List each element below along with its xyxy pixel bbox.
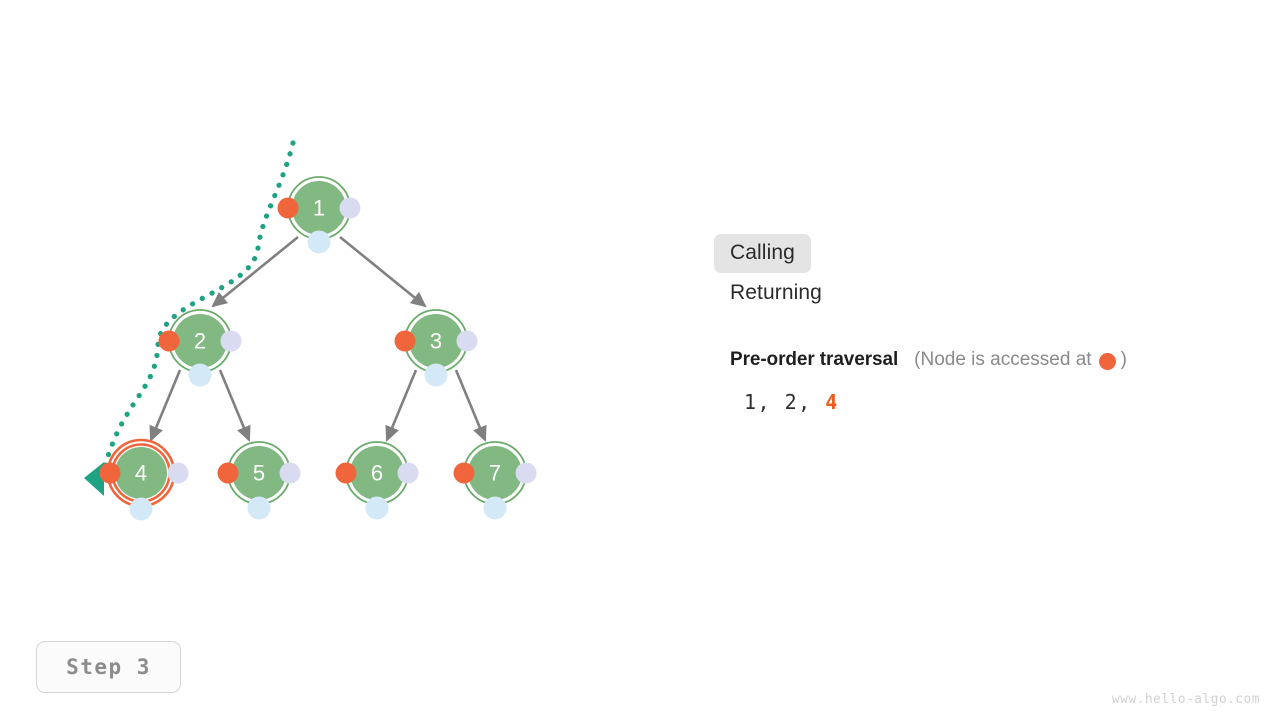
traversal-sequence: 1, 2, 4 bbox=[730, 390, 1254, 414]
node-5-fill bbox=[232, 446, 286, 500]
tree-node-3[interactable]: 3 bbox=[394, 309, 478, 387]
traversal-note-prefix: (Node is accessed at bbox=[914, 349, 1092, 371]
tree-node-2[interactable]: 2 bbox=[158, 309, 242, 387]
node-2-dot-lavender bbox=[220, 330, 242, 352]
traversal-heading-row: Pre-order traversal (Node is accessed at… bbox=[730, 349, 1254, 371]
node-1-dot-lavender bbox=[339, 197, 361, 219]
sequence-current: 4 bbox=[825, 390, 839, 415]
node-1-dot-orange bbox=[277, 197, 299, 219]
tree-node-6[interactable]: 6 bbox=[335, 441, 419, 520]
node-5-dot-lavender bbox=[279, 462, 301, 484]
node-3-label: 3 bbox=[430, 329, 442, 354]
node-2-dot-lightblue bbox=[188, 363, 212, 387]
node-4-dot-lavender bbox=[167, 462, 189, 484]
tree-node-1[interactable]: 1 bbox=[277, 176, 361, 254]
edge-1-3 bbox=[339, 235, 427, 308]
traversal-block: Pre-order traversal (Node is accessed at… bbox=[714, 349, 1254, 414]
node-4-dot-lightblue bbox=[129, 497, 153, 521]
access-marker-dot bbox=[1098, 352, 1116, 370]
tree-node-5[interactable]: 5 bbox=[217, 441, 301, 520]
node-3-dot-lavender bbox=[456, 330, 478, 352]
step-indicator: Step 3 bbox=[36, 641, 181, 693]
state-label-returning: Returning bbox=[730, 281, 822, 305]
node-5-label: 5 bbox=[253, 461, 265, 486]
tree-node-4[interactable]: 4 bbox=[99, 438, 189, 521]
state-row-returning: Returning bbox=[714, 274, 1254, 313]
tree-node-7[interactable]: 7 bbox=[453, 441, 537, 520]
node-5-dot-lightblue bbox=[247, 496, 271, 520]
call-state-legend: Calling Returning bbox=[714, 234, 1254, 313]
edge-2-5 bbox=[218, 369, 251, 442]
edge-3-6 bbox=[385, 369, 418, 442]
node-2-dot-orange bbox=[158, 330, 180, 352]
watermark: www.hello-algo.com bbox=[1111, 692, 1260, 707]
node-4-dot-orange bbox=[99, 462, 121, 484]
recursion-path bbox=[84, 140, 296, 496]
node-7-dot-lightblue bbox=[483, 496, 507, 520]
node-6-dot-lavender bbox=[397, 462, 419, 484]
tree-nodes: 1 2 3 4 bbox=[99, 176, 537, 521]
node-7-dot-orange bbox=[453, 462, 475, 484]
node-4-fill bbox=[115, 447, 167, 499]
node-7-dot-lavender bbox=[515, 462, 537, 484]
step-label: Step 3 bbox=[66, 655, 151, 679]
recursion-path-line bbox=[101, 140, 296, 473]
state-row-calling: Calling bbox=[714, 234, 1254, 274]
node-7-label: 7 bbox=[489, 461, 501, 486]
node-6-dot-orange bbox=[335, 462, 357, 484]
node-2-label: 2 bbox=[194, 329, 206, 354]
node-6-dot-lightblue bbox=[365, 496, 389, 520]
node-7-fill bbox=[468, 446, 522, 500]
traversal-note: (Node is accessed at ) bbox=[914, 349, 1127, 371]
node-1-dot-lightblue bbox=[307, 230, 331, 254]
binary-tree-diagram: 1 2 3 4 bbox=[84, 140, 537, 521]
tree-edges bbox=[149, 235, 487, 442]
traversal-title: Pre-order traversal bbox=[730, 349, 899, 371]
node-1-fill bbox=[292, 181, 346, 235]
node-3-dot-lightblue bbox=[424, 363, 448, 387]
edge-3-7 bbox=[454, 369, 487, 442]
node-6-fill bbox=[350, 446, 404, 500]
node-5-dot-orange bbox=[217, 462, 239, 484]
node-3-fill bbox=[409, 314, 463, 368]
edge-2-4 bbox=[149, 369, 182, 442]
traversal-note-suffix: ) bbox=[1120, 349, 1127, 371]
node-1-label: 1 bbox=[313, 196, 325, 221]
info-panel: Calling Returning Pre-order traversal (N… bbox=[714, 234, 1254, 414]
state-label-calling: Calling bbox=[714, 234, 811, 274]
recursion-path-arrowhead bbox=[84, 462, 104, 496]
node-6-label: 6 bbox=[371, 461, 383, 486]
node-2-fill bbox=[173, 314, 227, 368]
sequence-visited: 1, 2, bbox=[744, 390, 812, 415]
node-3-dot-orange bbox=[394, 330, 416, 352]
node-4-label: 4 bbox=[135, 461, 147, 486]
edge-1-2 bbox=[211, 235, 299, 308]
